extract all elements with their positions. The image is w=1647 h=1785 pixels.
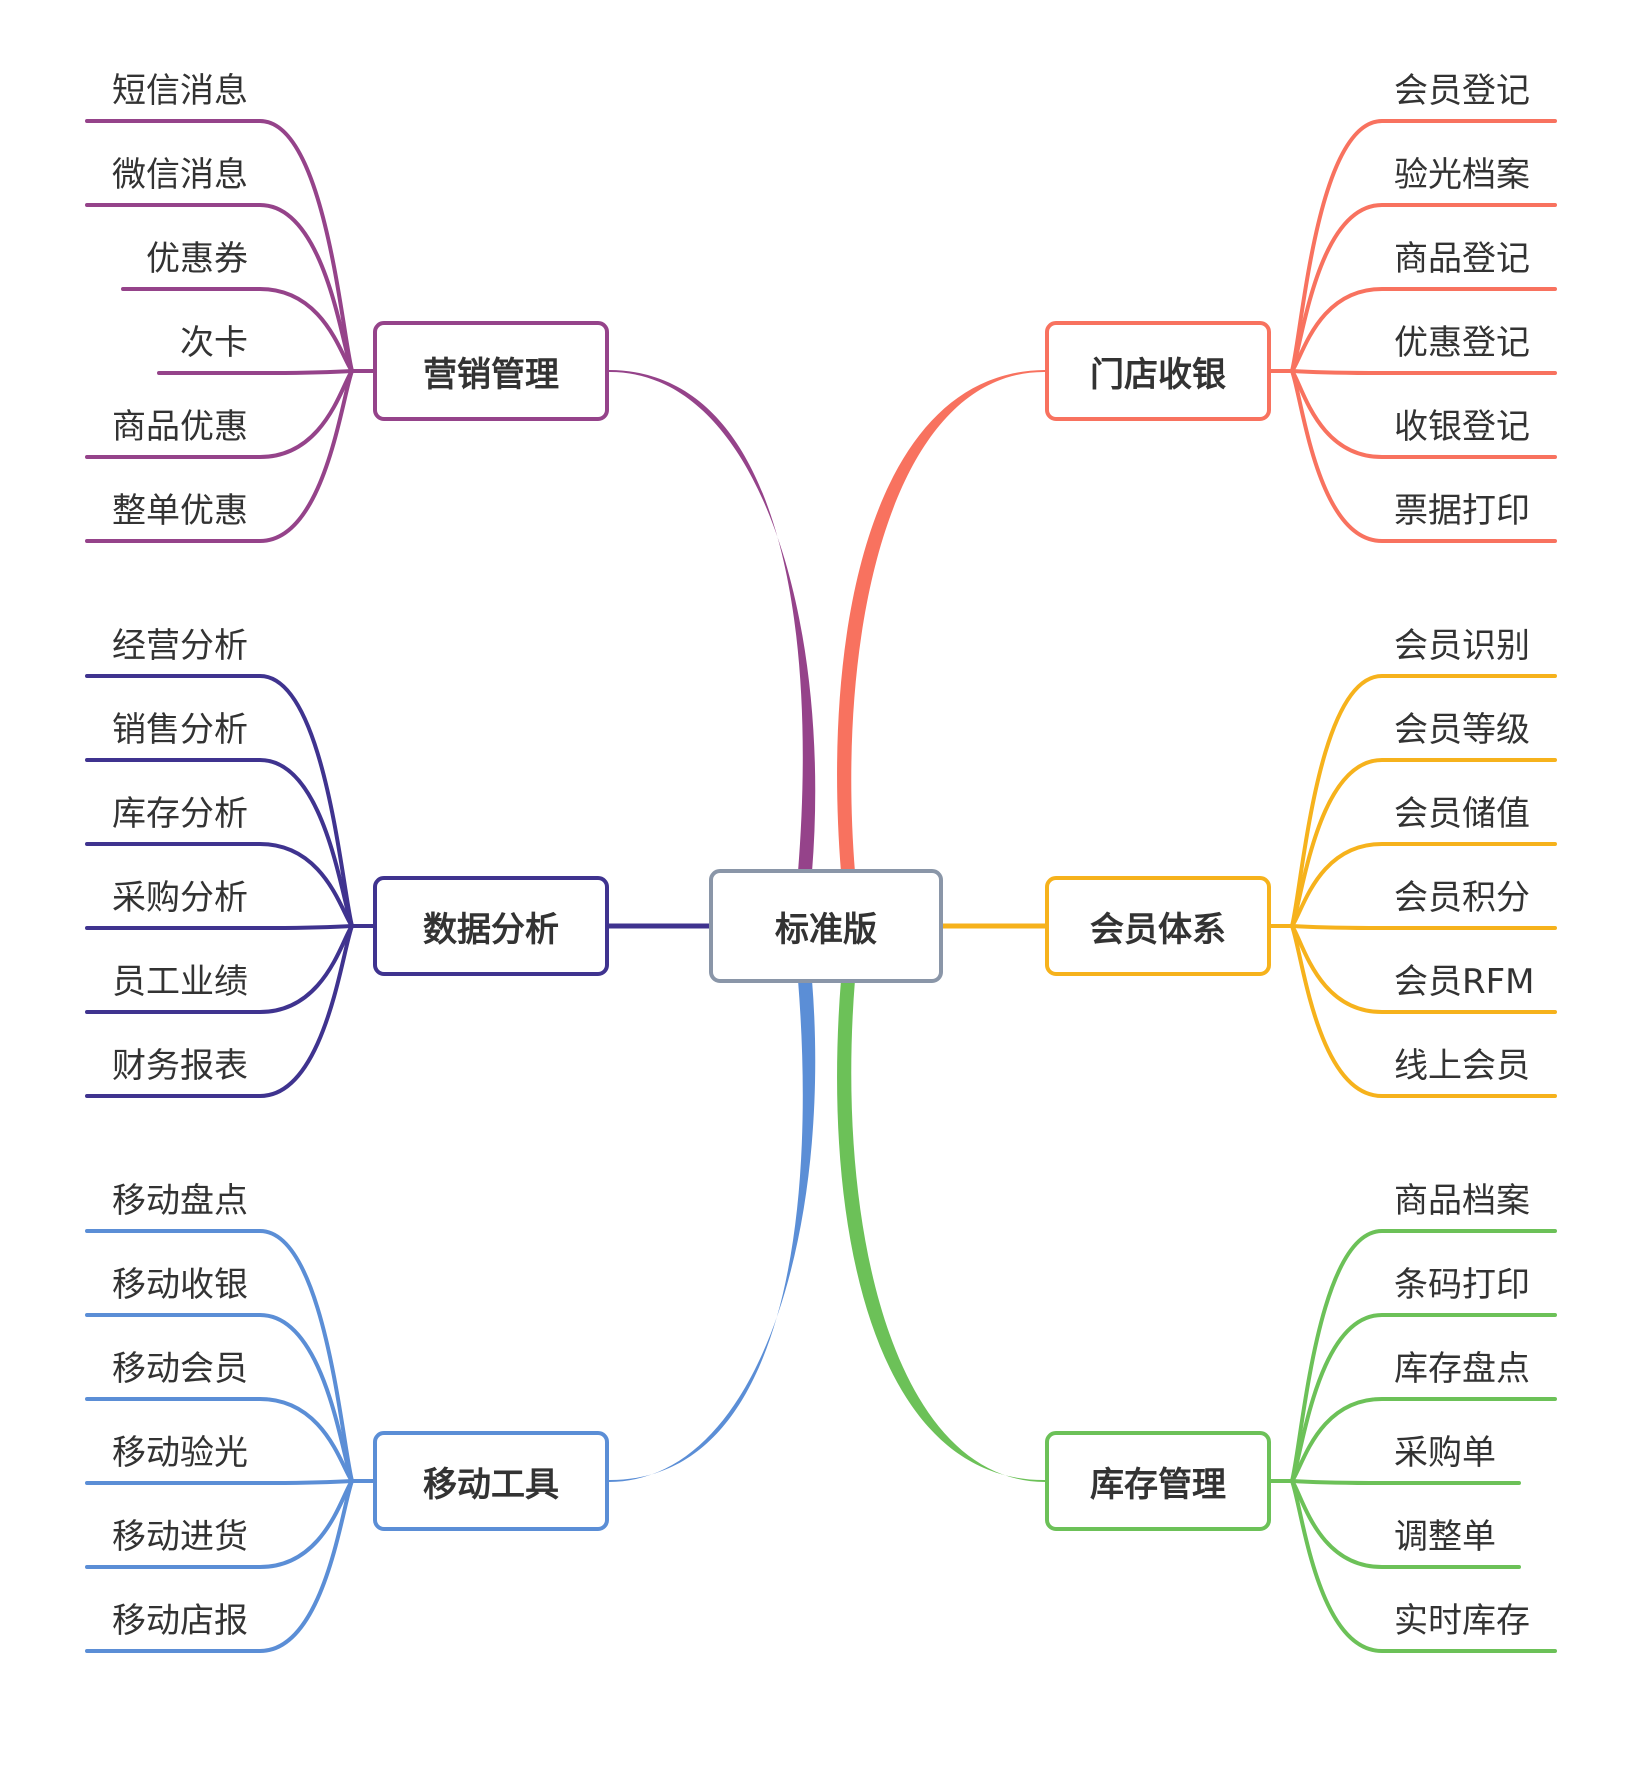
branch-5-leaf-4[interactable]: 调整单 (1394, 1517, 1496, 1557)
branch-3-leaf-4[interactable]: 收银登记 (1394, 407, 1530, 447)
branch-2-leaf-2-line (85, 1397, 354, 1483)
branch-2-leaf-3-line (85, 1479, 354, 1485)
branch-5-leaf-1-line (1290, 1313, 1557, 1483)
branch-0-connector (609, 370, 816, 872)
branch-3-leaf-2-line (1290, 287, 1557, 373)
branch-5-leaf-5[interactable]: 实时库存 (1394, 1601, 1530, 1641)
branch-4-leaf-2[interactable]: 会员储值 (1394, 794, 1530, 834)
branch-0-leaf-1-line (85, 203, 354, 373)
branch-4-leaf-3[interactable]: 会员积分 (1394, 878, 1530, 918)
branch-1-leaf-5[interactable]: 财务报表 (112, 1046, 248, 1086)
branch-1-leaf-0[interactable]: 经营分析 (112, 626, 248, 666)
branch-0-leaf-0[interactable]: 短信消息 (112, 71, 248, 111)
branch-2-leaf-5[interactable]: 移动店报 (112, 1601, 248, 1641)
branch-4-leaf-5[interactable]: 线上会员 (1394, 1046, 1530, 1086)
branch-0-leaf-3[interactable]: 次卡 (180, 323, 248, 363)
branch-5-label: 库存管理 (1090, 1464, 1226, 1505)
branch-0-leaf-5[interactable]: 整单优惠 (112, 491, 248, 531)
branch-3-label: 门店收银 (1090, 354, 1226, 395)
branch-4-node[interactable]: 会员体系 (1045, 876, 1271, 976)
branch-0-leaf-2-line (121, 287, 354, 373)
branch-0-leaf-4[interactable]: 商品优惠 (112, 407, 248, 447)
branch-0-leaf-5-line (85, 369, 354, 543)
branch-0-node[interactable]: 营销管理 (373, 321, 609, 421)
branch-1-leaf-1-line (85, 758, 354, 928)
branch-1-node[interactable]: 数据分析 (373, 876, 609, 976)
branch-3-leaf-5-line (1290, 369, 1557, 543)
branch-5-node[interactable]: 库存管理 (1045, 1431, 1271, 1531)
branch-3-connector (837, 370, 1045, 872)
branch-3-node[interactable]: 门店收银 (1045, 321, 1271, 421)
branch-5-leaf-3-line (1290, 1479, 1521, 1485)
branch-2-leaf-5-line (85, 1479, 354, 1653)
branch-2-leaf-3[interactable]: 移动验光 (112, 1433, 248, 1473)
branch-1-leaf-3[interactable]: 采购分析 (112, 878, 248, 918)
branch-3-leaf-3[interactable]: 优惠登记 (1394, 323, 1530, 363)
branch-2-leaf-4[interactable]: 移动进货 (112, 1517, 248, 1557)
branch-3-leaf-0[interactable]: 会员登记 (1394, 71, 1530, 111)
branch-3-leaf-1-line (1290, 203, 1557, 373)
branch-0-label: 营销管理 (423, 354, 559, 395)
branch-5-leaf-2-line (1290, 1397, 1557, 1483)
branch-2-node[interactable]: 移动工具 (373, 1431, 609, 1531)
branch-4-leaf-1[interactable]: 会员等级 (1394, 710, 1530, 750)
branch-5-leaf-3[interactable]: 采购单 (1394, 1433, 1496, 1473)
branch-3-leaf-2[interactable]: 商品登记 (1394, 239, 1530, 279)
branch-5-leaf-1[interactable]: 条码打印 (1394, 1265, 1530, 1305)
branch-1-leaf-3-line (85, 924, 354, 930)
branch-3-leaf-5[interactable]: 票据打印 (1394, 491, 1530, 531)
branch-4-leaf-5-line (1290, 924, 1557, 1098)
branch-1-label: 数据分析 (423, 909, 559, 950)
branch-5-leaf-5-line (1290, 1479, 1557, 1653)
branch-1-leaf-2[interactable]: 库存分析 (112, 794, 248, 834)
branch-2-leaf-1[interactable]: 移动收银 (112, 1265, 248, 1305)
branch-2-label: 移动工具 (423, 1464, 559, 1505)
branch-4-leaf-3-line (1290, 924, 1557, 930)
branch-0-leaf-1[interactable]: 微信消息 (112, 155, 248, 195)
root-label: 标准版 (775, 909, 877, 950)
branch-4-leaf-1-line (1290, 758, 1557, 928)
branch-0-leaf-3-line (157, 369, 354, 375)
branch-1-leaf-4[interactable]: 员工业绩 (112, 962, 248, 1002)
branch-2-leaf-2[interactable]: 移动会员 (112, 1349, 248, 1389)
root-node[interactable]: 标准版 (709, 869, 943, 983)
branch-4-leaf-2-line (1290, 842, 1557, 928)
branch-1-leaf-1[interactable]: 销售分析 (112, 710, 248, 750)
branch-2-connector (609, 980, 816, 1482)
branch-5-leaf-2[interactable]: 库存盘点 (1394, 1349, 1530, 1389)
branch-1-leaf-2-line (85, 842, 354, 928)
branch-5-leaf-0[interactable]: 商品档案 (1394, 1181, 1530, 1221)
branch-5-connector (837, 980, 1045, 1482)
branch-4-leaf-4[interactable]: 会员RFM (1394, 962, 1535, 1002)
branch-3-leaf-3-line (1290, 369, 1557, 375)
branch-3-leaf-1[interactable]: 验光档案 (1394, 155, 1530, 195)
branch-2-leaf-0[interactable]: 移动盘点 (112, 1181, 248, 1221)
branch-4-leaf-0[interactable]: 会员识别 (1394, 626, 1530, 666)
branch-2-leaf-1-line (85, 1313, 354, 1483)
branch-4-label: 会员体系 (1090, 909, 1226, 950)
branch-1-leaf-5-line (85, 924, 354, 1098)
branch-0-leaf-2[interactable]: 优惠券 (146, 239, 248, 279)
